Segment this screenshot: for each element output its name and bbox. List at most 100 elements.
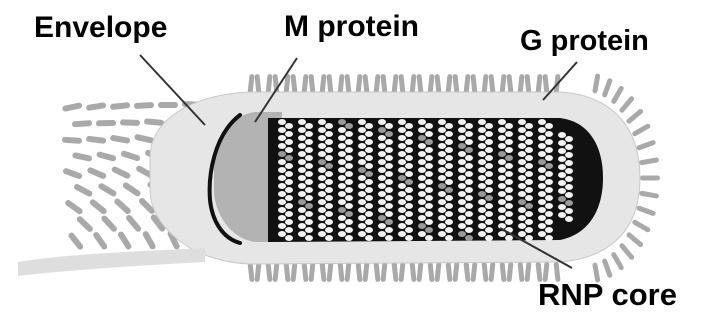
rnp-bead — [478, 119, 486, 125]
rnp-bead — [405, 163, 413, 169]
rnp-bead — [305, 179, 313, 185]
rnp-bead — [405, 211, 413, 217]
rnp-bead — [525, 147, 533, 153]
rnp-bead — [358, 175, 366, 181]
rnp-bead — [365, 147, 373, 153]
rnp-bead — [338, 215, 346, 221]
g-protein-spike — [144, 118, 164, 126]
rnp-bead — [425, 147, 433, 153]
rnp-bead — [318, 223, 326, 229]
rnp-bead — [318, 167, 326, 173]
rnp-bead — [518, 223, 526, 229]
rnp-bead — [525, 131, 533, 137]
rnp-bead — [518, 151, 526, 157]
rnp-bead — [478, 223, 486, 229]
rnp-bead — [518, 207, 526, 213]
rnp-bead — [485, 227, 493, 233]
rnp-bead — [318, 199, 326, 205]
rnp-bead — [465, 131, 473, 137]
g-protein-spike — [618, 95, 635, 114]
rnp-bead — [478, 159, 486, 165]
rnp-bead — [538, 231, 546, 237]
rnp-bead — [398, 127, 406, 133]
rnp-bead — [418, 207, 426, 213]
rnp-bead — [365, 139, 373, 145]
rnp-bead — [558, 148, 566, 154]
rnp-bead — [398, 231, 406, 237]
rnp-bead — [545, 171, 553, 177]
g-protein-spike — [308, 262, 315, 282]
g-protein-spike — [610, 85, 624, 105]
rnp-bead — [345, 147, 353, 153]
rnp-bead — [405, 195, 413, 201]
rnp-bead — [278, 159, 286, 165]
g-protein-spike — [470, 262, 477, 282]
rnp-bead — [458, 159, 466, 165]
rnp-bead — [438, 159, 446, 165]
rnp-bead — [278, 207, 286, 213]
rnp-bead — [458, 119, 466, 125]
g-protein-spike — [488, 262, 495, 282]
g-protein-spike — [96, 120, 116, 126]
rnp-bead — [385, 211, 393, 217]
rnp-bead — [445, 195, 453, 201]
rnp-bead — [478, 231, 486, 237]
rnp-bead — [318, 143, 326, 149]
rnp-bead — [385, 235, 393, 241]
rnp-bead — [298, 119, 306, 125]
rnp-bead — [478, 199, 486, 205]
g-protein-spike — [248, 74, 255, 94]
g-protein-spike — [434, 74, 441, 94]
rnp-bead — [445, 155, 453, 161]
rnp-bead — [458, 143, 466, 149]
rnp-bead — [398, 183, 406, 189]
rnp-bead — [345, 171, 353, 177]
rnp-bead — [438, 207, 446, 213]
rnp-bead — [425, 131, 433, 137]
rnp-bead — [498, 215, 506, 221]
rnp-bead — [438, 127, 446, 133]
g-protein-spike — [86, 136, 107, 144]
rnp-bead — [558, 196, 566, 202]
g-protein-label: G protein — [520, 27, 649, 56]
g-protein-spike — [86, 166, 107, 179]
rnp-bead — [285, 211, 293, 217]
rnp-bead — [525, 155, 533, 161]
g-protein-spike — [110, 135, 131, 144]
g-protein-spike — [428, 74, 435, 94]
rnp-bead — [378, 183, 386, 189]
rnp-bead — [398, 159, 406, 165]
rnp-bead — [365, 203, 373, 209]
rnp-bead — [478, 167, 486, 173]
rnp-bead — [345, 187, 353, 193]
rnp-bead — [485, 235, 493, 241]
rnp-bead — [505, 131, 513, 137]
rnp-bead — [365, 219, 373, 225]
rnp-bead — [545, 179, 553, 185]
rnp-bead — [425, 219, 433, 225]
rnp-bead — [485, 195, 493, 201]
rnp-bead — [478, 215, 486, 221]
rnp-bead — [365, 235, 373, 241]
rnp-bead — [438, 135, 446, 141]
g-protein-spike — [452, 74, 459, 94]
rnp-bead — [545, 147, 553, 153]
rnp-bead — [505, 163, 513, 169]
g-protein-spike — [398, 74, 405, 94]
rnp-bead — [445, 203, 453, 209]
g-protein-spike — [326, 74, 333, 94]
g-protein-spike — [640, 176, 660, 181]
rnp-bead — [458, 215, 466, 221]
rnp-bead — [465, 227, 473, 233]
g-protein-spike — [72, 120, 92, 127]
rnp-bead — [465, 179, 473, 185]
rnp-bead — [425, 123, 433, 129]
rnp-bead — [565, 200, 573, 206]
rnp-bead — [338, 175, 346, 181]
rnp-bead — [458, 151, 466, 157]
rnp-bead — [538, 167, 546, 173]
rnp-bead — [298, 143, 306, 149]
g-protein-spike — [356, 74, 363, 94]
rnp-bead — [305, 163, 313, 169]
rnp-bead — [298, 231, 306, 237]
